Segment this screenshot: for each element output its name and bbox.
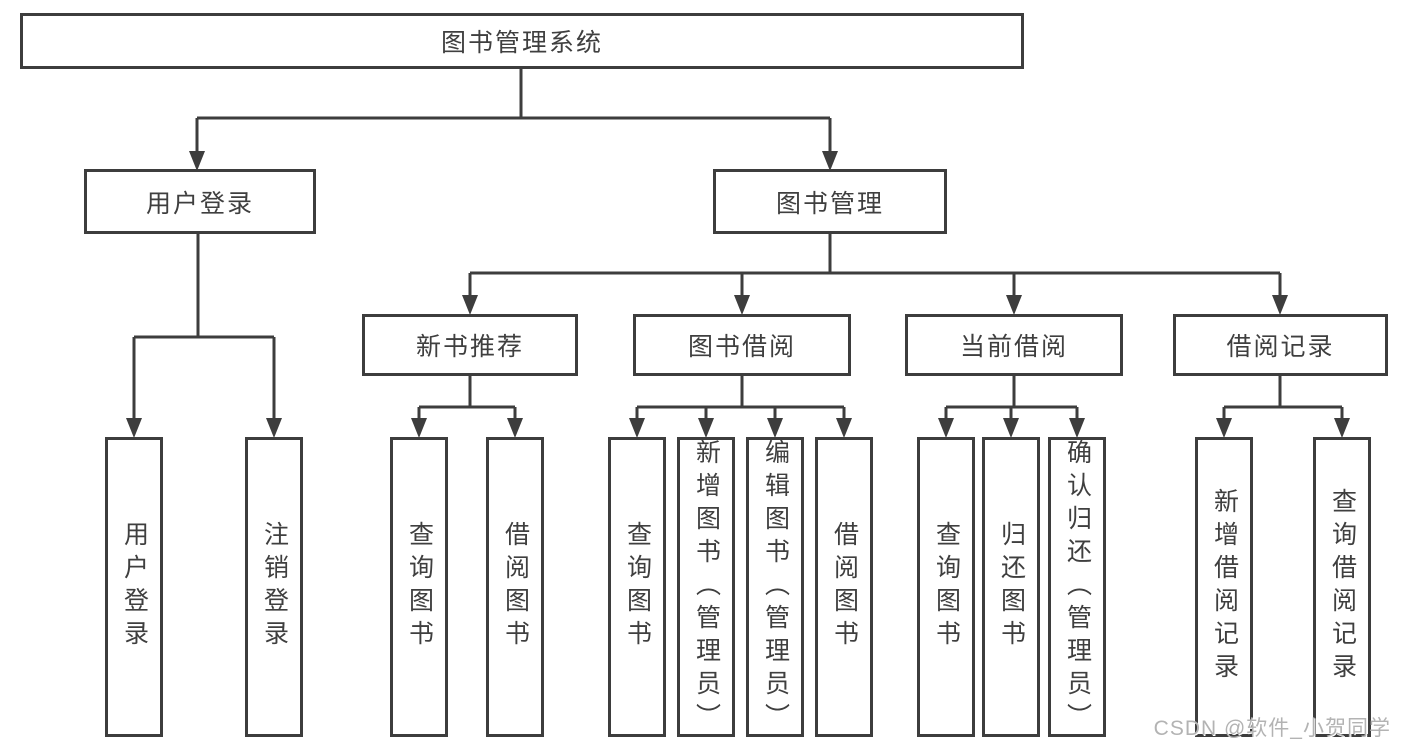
node-new-book-recommend: 新书推荐 bbox=[362, 314, 578, 376]
connector-new-book-recommend-branch bbox=[411, 376, 523, 438]
leaf-recommend-query-book-label: 查询图书 bbox=[405, 521, 434, 653]
connector-user-login-branch bbox=[126, 234, 282, 438]
leaf-recommend-borrow-book-label: 借阅图书 bbox=[501, 521, 530, 653]
leaf-logout-login: 注销登录 bbox=[245, 437, 303, 737]
node-book-management: 图书管理 bbox=[713, 169, 947, 234]
leaf-recommend-query-book: 查询图书 bbox=[390, 437, 448, 737]
leaf-current-return-book: 归还图书 bbox=[982, 437, 1040, 737]
connector-current-borrowing-branch bbox=[938, 376, 1085, 438]
leaf-records-add-record: 新增借阅记录 bbox=[1195, 437, 1253, 737]
node-library-management-system: 图书管理系统 bbox=[20, 13, 1024, 69]
leaf-borrowing-borrow-book: 借阅图书 bbox=[815, 437, 873, 737]
csdn-watermark: CSDN @软件_小贺同学 bbox=[1153, 717, 1391, 740]
node-book-borrowing: 图书借阅 bbox=[633, 314, 851, 376]
connector-root-branch bbox=[189, 69, 838, 171]
leaf-recommend-borrow-book: 借阅图书 bbox=[486, 437, 544, 737]
leaf-records-query-record: 查询借阅记录 bbox=[1313, 437, 1371, 737]
leaf-current-confirm-return-admin: 确认归还（管理员） bbox=[1048, 437, 1106, 737]
leaf-user-login: 用户登录 bbox=[105, 437, 163, 737]
leaf-records-add-record-label: 新增借阅记录 bbox=[1210, 488, 1239, 686]
node-borrowing-records: 借阅记录 bbox=[1173, 314, 1388, 376]
leaf-current-return-book-label: 归还图书 bbox=[997, 521, 1026, 653]
leaf-borrowing-query-book-label: 查询图书 bbox=[623, 521, 652, 653]
leaf-current-query-book: 查询图书 bbox=[917, 437, 975, 737]
leaf-borrowing-query-book: 查询图书 bbox=[608, 437, 666, 737]
connector-borrowing-records-branch bbox=[1216, 376, 1350, 438]
leaf-current-query-book-label: 查询图书 bbox=[932, 521, 961, 653]
leaf-current-confirm-return-admin-label: 确认归还（管理员） bbox=[1063, 438, 1092, 736]
leaf-records-query-record-label: 查询借阅记录 bbox=[1328, 488, 1357, 686]
leaf-user-login-label: 用户登录 bbox=[120, 521, 149, 653]
leaf-logout-login-label: 注销登录 bbox=[260, 521, 289, 653]
leaf-borrowing-add-book-admin-label: 新增图书（管理员） bbox=[692, 438, 721, 736]
leaf-borrowing-borrow-book-label: 借阅图书 bbox=[830, 521, 859, 653]
node-user-login: 用户登录 bbox=[84, 169, 316, 234]
connector-book-management-branch bbox=[462, 234, 1288, 315]
node-current-borrowing: 当前借阅 bbox=[905, 314, 1123, 376]
leaf-borrowing-edit-book-admin-label: 编辑图书（管理员） bbox=[761, 438, 790, 736]
connector-book-borrowing-branch bbox=[629, 376, 852, 438]
leaf-borrowing-edit-book-admin: 编辑图书（管理员） bbox=[746, 437, 804, 737]
leaf-borrowing-add-book-admin: 新增图书（管理员） bbox=[677, 437, 735, 737]
